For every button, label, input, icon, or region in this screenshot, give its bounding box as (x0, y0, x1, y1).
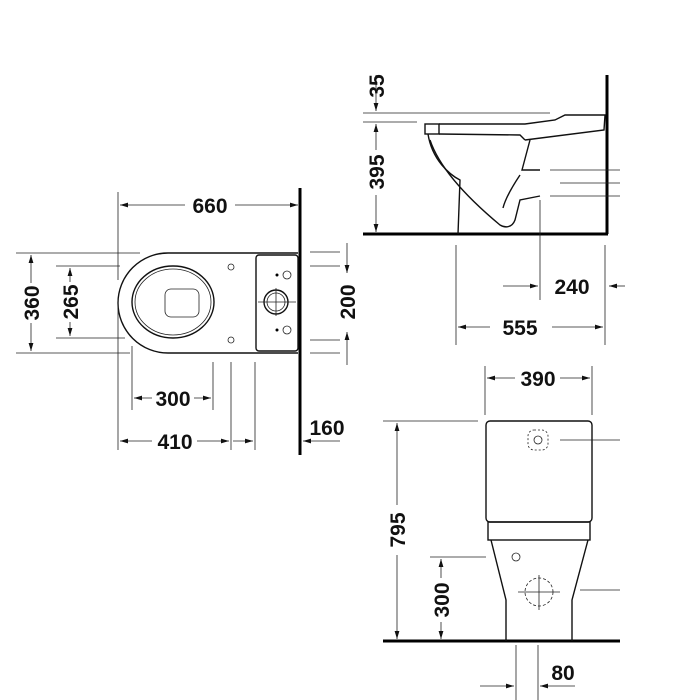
tank-top (255, 254, 299, 352)
dim-395: 395 (366, 154, 389, 189)
dim-265: 265 (60, 284, 83, 319)
dim-390: 390 (520, 368, 555, 391)
dim-300-front: 300 (431, 582, 454, 617)
dim-300-top: 300 (155, 388, 190, 411)
side-view: 35 395 240 555 (363, 74, 625, 345)
dim-795: 795 (387, 512, 410, 547)
pedestal-front (427, 133, 461, 235)
dim-240: 240 (554, 276, 589, 299)
seat-ring (131, 265, 215, 339)
dim-660: 660 (192, 195, 227, 218)
top-view: 660 360 265 300 410 160 200 (16, 188, 360, 455)
seat-profile (438, 114, 606, 141)
dim-360: 360 (21, 285, 44, 320)
pedestal (490, 539, 589, 641)
seat-hinge (424, 123, 440, 135)
front-view: 390 795 300 80 (383, 366, 620, 700)
cistern-band (487, 521, 591, 541)
dim-410: 410 (157, 431, 192, 454)
dim-555: 555 (502, 317, 537, 340)
dim-80: 80 (551, 662, 574, 685)
lid-recess (164, 288, 200, 318)
outlet-pipe (502, 139, 540, 209)
trap-curve (429, 139, 541, 228)
bowl-outline (117, 252, 298, 354)
dim-35: 35 (366, 74, 389, 98)
dim-200: 200 (337, 284, 360, 319)
dim-160: 160 (309, 417, 344, 440)
